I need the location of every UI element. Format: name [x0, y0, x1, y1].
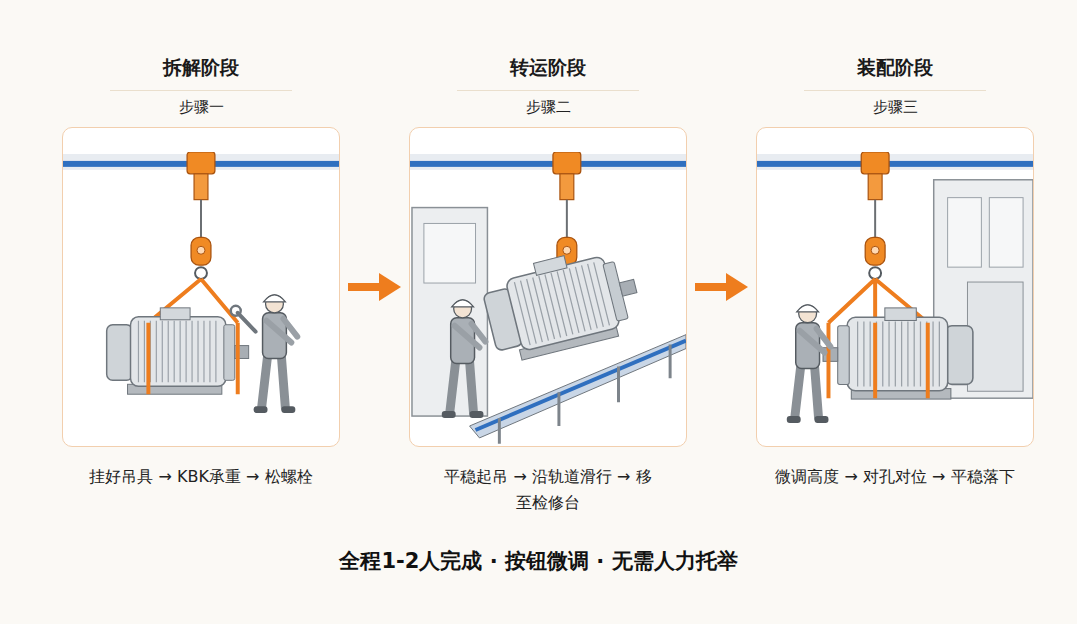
step-caption: 平稳起吊 → 沿轨道滑行 → 移至检修台: [442, 464, 654, 516]
motor: [479, 241, 646, 366]
kbk-rail: [757, 161, 1033, 167]
stage-heading: 拆解阶段: [62, 52, 340, 82]
heading-rule: [457, 90, 639, 91]
summary-caption: 全程1-2人完成 · 按钮微调 · 无需人力托举: [0, 545, 1077, 577]
step-label: 步骤三: [756, 96, 1034, 118]
stage-panel: 拆解阶段步骤一挂好吊具 → KBK承重 → 松螺栓: [62, 52, 340, 522]
assembly-illustration: [757, 128, 1033, 446]
arrow-head: [726, 273, 748, 301]
motor: [823, 308, 973, 399]
machine-base: [967, 282, 1023, 391]
ceiling-rail: [757, 154, 1033, 170]
stage-panel: 转运阶段步骤二平稳起吊 → 沿轨道滑行 → 移至检修台: [409, 52, 687, 522]
transport-illustration: [410, 128, 686, 446]
step-label: 步骤二: [409, 96, 687, 118]
ceiling-rail: [410, 154, 686, 170]
panel-frame: [756, 127, 1034, 447]
arrow-head: [379, 273, 401, 301]
kbk-rail: [410, 161, 686, 167]
worker: [787, 305, 831, 423]
heading-rule: [804, 90, 986, 91]
hoist: [861, 152, 889, 279]
heading-rule: [110, 90, 292, 91]
motor-group: [479, 241, 646, 366]
stage-panel: 装配阶段步骤三微调高度 → 对孔对位 → 平稳落下: [756, 52, 1034, 522]
arrow-shaft: [348, 283, 381, 291]
wrench: [231, 306, 241, 316]
step-label: 步骤一: [62, 96, 340, 118]
machine-door: [948, 198, 982, 267]
stage-heading: 装配阶段: [756, 52, 1034, 82]
panel-frame: [62, 127, 340, 447]
motor: [107, 308, 249, 394]
panel-frame: [409, 127, 687, 447]
worker: [254, 295, 298, 413]
conveyor-rail: [476, 341, 686, 430]
sling: [148, 323, 237, 394]
wrench: [238, 313, 256, 332]
flow-arrow: [348, 273, 401, 301]
arrow-shaft: [695, 283, 728, 291]
stage-heading: 转运阶段: [409, 52, 687, 82]
disassembly-illustration: [63, 128, 339, 446]
hoist: [187, 152, 215, 279]
machine-door: [989, 198, 1023, 267]
flow-arrow: [695, 273, 748, 301]
step-caption: 微调高度 → 对孔对位 → 平稳落下: [759, 464, 1031, 490]
step-caption: 挂好吊具 → KBK承重 → 松螺栓: [65, 464, 337, 490]
motor-group: [823, 308, 973, 399]
sling: [828, 323, 927, 398]
cabinet-panel: [424, 223, 476, 283]
worker: [442, 300, 486, 418]
